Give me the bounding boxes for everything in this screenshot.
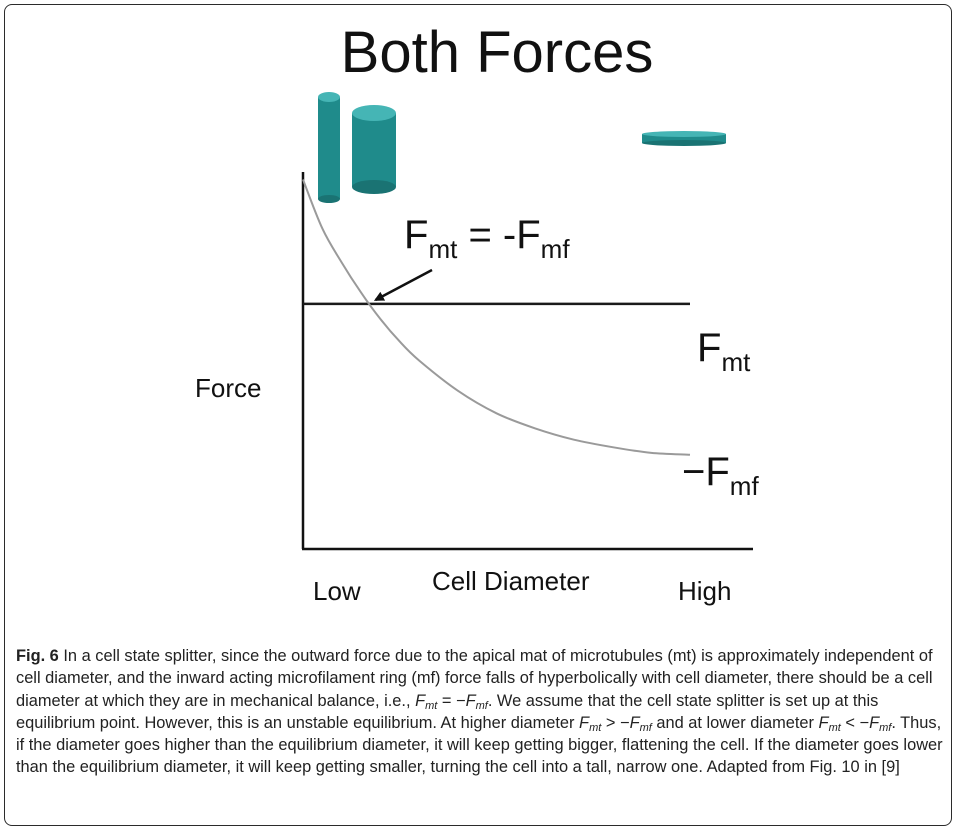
series-fmf-curve	[302, 179, 691, 456]
figure-frame	[4, 4, 952, 826]
x-tick-low: Low	[313, 576, 361, 606]
caption-f: F	[869, 713, 880, 732]
equilibrium-arrow	[373, 268, 433, 302]
legend-fmt: Fmt	[697, 326, 751, 377]
caption-sub-mf: mf	[475, 699, 488, 712]
tall-narrow-cell-icon	[318, 92, 340, 203]
caption-f: F	[465, 691, 476, 710]
caption-gt: > −	[601, 713, 630, 732]
caption-eq: = −	[437, 691, 466, 710]
caption-lt: < −	[840, 713, 870, 732]
caption-f: F	[415, 691, 426, 710]
chart-title: Both Forces	[341, 20, 654, 85]
caption-text-2: . We assume that the cell state splitter…	[16, 691, 879, 732]
caption-f: F	[629, 713, 640, 732]
figure-caption: Fig. 6 In a cell state splitter, since t…	[16, 645, 944, 779]
caption-sub-mt: mt	[425, 699, 438, 712]
caption-text-4: . Thus, if the diameter goes higher than…	[16, 713, 943, 777]
caption-f: F	[818, 713, 829, 732]
equilibrium-annotation: Fmt = -Fmf	[404, 213, 570, 264]
caption-text-3: and at lower diameter	[651, 713, 819, 732]
force-chart: Both Forces Force Cell Diameter Low High…	[195, 20, 759, 606]
caption-sub-mt: mt	[589, 721, 602, 734]
caption-sub-mf: mf	[639, 721, 652, 734]
x-axis-label: Cell Diameter	[432, 566, 590, 596]
legend-fmf: −Fmf	[682, 450, 759, 501]
caption-f: F	[579, 713, 590, 732]
caption-label: Fig. 6	[16, 647, 59, 665]
caption-text-1: In a cell state splitter, since the outw…	[16, 647, 933, 710]
caption-sub-mf: mf	[879, 721, 892, 734]
y-axis-label: Force	[195, 373, 261, 403]
x-tick-high: High	[678, 576, 731, 606]
caption-sub-mt: mt	[828, 721, 841, 734]
flat-cell-icon	[642, 131, 726, 146]
medium-cell-icon	[352, 105, 396, 194]
